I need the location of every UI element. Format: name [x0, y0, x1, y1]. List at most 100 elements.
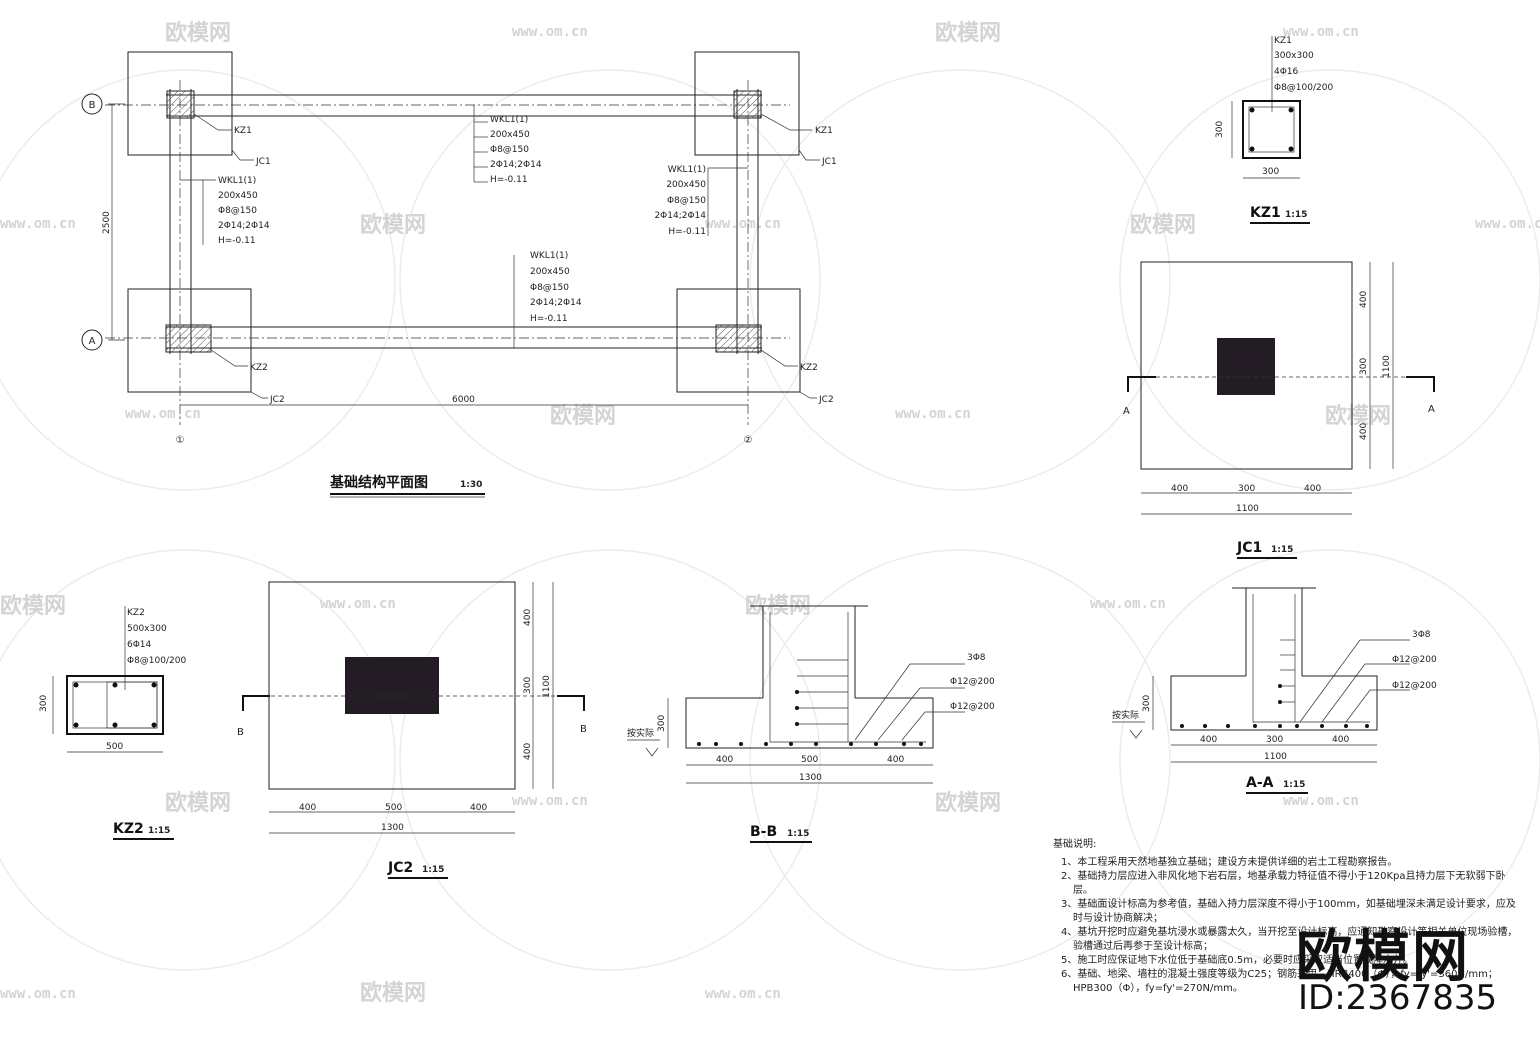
- jc2-total-y: 1100: [542, 675, 552, 698]
- watermark-url: www.om.cn: [895, 406, 971, 422]
- kz1-title: KZ1: [1250, 205, 1281, 221]
- jc2-title: JC2: [387, 860, 413, 876]
- jc2-scale: 1:15: [422, 865, 444, 875]
- footing-jc1: [694, 51, 800, 156]
- watermark-url: www.om.cn: [512, 793, 588, 809]
- watermark-brand: 欧模网: [1325, 403, 1391, 429]
- watermark-brand: 欧模网: [360, 980, 426, 1006]
- kz1-scale: 1:15: [1285, 210, 1307, 220]
- beam-code: WKL1(1): [668, 165, 706, 175]
- label-jc1: JC1: [821, 157, 837, 167]
- jc1-section-mark-left: A: [1123, 406, 1130, 417]
- beam-size: 200x450: [490, 130, 530, 140]
- beam-stirrup: Φ8@150: [490, 145, 529, 155]
- bb-rebar-label: Φ12@200: [950, 677, 995, 687]
- jc2-footing: [268, 581, 516, 790]
- watermark-brand: 欧模网: [360, 212, 426, 238]
- note-item: 1、本工程采用天然地基独立基础；建设方未提供详细的岩土工程勘察报告。: [1061, 857, 1398, 868]
- jc2-detail: B B 400 300 400 1100 400 500 400 1300 JC…: [237, 581, 587, 879]
- axis-label-1: ①: [176, 435, 185, 446]
- aa-rebar-label: Φ12@200: [1392, 681, 1437, 691]
- kz1-detail: KZ1 300x300 4Φ16 Φ8@100/200 300 300 KZ1 …: [1215, 36, 1333, 224]
- watermark-url: www.om.cn: [1283, 793, 1359, 809]
- kz1-spec-code: KZ1: [1274, 36, 1292, 46]
- foundation-plan: B A ① ② 2500 6000 KZ1 JC1 KZ1 JC1 KZ2 JC…: [81, 51, 837, 498]
- jc1-total-x: 1100: [1236, 504, 1259, 514]
- note-item: 3、基础面设计标高为参考值，基础入持力层深度不得小于100mm，如基础埋深未满足…: [1061, 899, 1516, 924]
- jc2-dim-y: 400: [523, 743, 533, 760]
- beam-size: 200x450: [666, 180, 706, 190]
- beam-elev: H=-0.11: [530, 314, 568, 324]
- watermark-url: www.om.cn: [0, 986, 76, 1002]
- beam-rebar: 2Φ14;2Φ14: [218, 221, 270, 231]
- notes-header: 基础说明:: [1053, 839, 1097, 850]
- kz1-dim-w: 300: [1262, 167, 1279, 177]
- jc1-dim-y: 400: [1359, 291, 1369, 308]
- beam-annotation-left: WKL1(1) 200x450 Φ8@150 2Φ14;2Φ14 H=-0.11: [180, 176, 270, 246]
- aa-total-x: 1100: [1264, 752, 1287, 762]
- label-kz2: KZ2: [800, 363, 818, 373]
- note-item: 6、基础、地梁、墙柱的混凝土强度等级为C25；钢筋采用：HRB400（Φ），fy…: [1061, 969, 1498, 994]
- jc2-dim-y: 300: [523, 677, 533, 694]
- aa-dim-x: 300: [1266, 735, 1283, 745]
- beam-rebar: 2Φ14;2Φ14: [654, 211, 706, 221]
- jc2-dim-x: 400: [470, 803, 487, 813]
- note-item: 4、基坑开挖时应避免基坑浸水或暴露太久，当开挖至设计标高，应通知勘察设计等相关单…: [1061, 927, 1518, 952]
- column-kz2: [165, 324, 212, 353]
- kz2-detail: KZ2 500x300 6Φ14 Φ8@100/200 300 500 KZ2 …: [39, 606, 186, 840]
- beam-stirrup: Φ8@150: [667, 196, 706, 206]
- jc1-detail: A A 400 300 400 1100 400 300 400 1100 JC…: [1123, 261, 1435, 559]
- aa-dim-height: 300: [1142, 695, 1152, 712]
- bb-scale: 1:15: [787, 829, 809, 839]
- jc2-dim-x: 400: [299, 803, 316, 813]
- beam-rebar: 2Φ14;2Φ14: [490, 160, 542, 170]
- note-item: 5、施工时应保证地下水位低于基础底0.5m，必要时应采取适当位置或降水井。: [1061, 955, 1414, 966]
- bb-rebar-label: 3Φ8: [967, 653, 986, 663]
- label-jc1: JC1: [255, 157, 271, 167]
- dim-span-x: 6000: [452, 395, 475, 405]
- watermark-url: www.om.cn: [1283, 24, 1359, 40]
- jc2-total-x: 1300: [381, 823, 404, 833]
- bb-dim-x: 500: [801, 755, 818, 765]
- watermark-brand: 欧模网: [935, 20, 1001, 46]
- section-bb: 3Φ8 Φ12@200 Φ12@200 300 按实际 400 500 400 …: [627, 605, 995, 843]
- jc1-title: JC1: [1236, 540, 1262, 556]
- kz2-spec-size: 500x300: [127, 624, 167, 634]
- jc2-dim-x: 500: [385, 803, 402, 813]
- watermark-url: www.om.cn: [512, 24, 588, 40]
- jc2-section-mark-left: B: [237, 727, 244, 738]
- label-jc2: JC2: [818, 395, 834, 405]
- label-kz1: KZ1: [815, 126, 833, 136]
- beam-elev: H=-0.11: [490, 175, 528, 185]
- bb-dim-x: 400: [887, 755, 904, 765]
- label-kz2: KZ2: [250, 363, 268, 373]
- jc1-section-mark-right: A: [1428, 404, 1435, 415]
- jc1-total-y: 1100: [1382, 355, 1392, 378]
- aa-rebar-label: 3Φ8: [1412, 630, 1431, 640]
- beam-annotation-right: WKL1(1) 200x450 Φ8@150 2Φ14;2Φ14 H=-0.11: [654, 165, 748, 237]
- axis-label-2: ②: [744, 435, 753, 446]
- watermark-url: www.om.cn: [705, 216, 781, 232]
- jc1-dim-y: 300: [1359, 358, 1369, 375]
- kz1-dim-h: 300: [1215, 121, 1225, 138]
- bb-title: B-B: [750, 824, 777, 840]
- kz2-section: [66, 675, 164, 735]
- jc1-column: [1217, 338, 1275, 395]
- dim-span-y: 2500: [102, 211, 112, 234]
- watermark-url: www.om.cn: [320, 596, 396, 612]
- beam-stirrup: Φ8@150: [530, 283, 569, 293]
- beam-code: WKL1(1): [490, 115, 528, 125]
- watermark-brand: 欧模网: [935, 790, 1001, 816]
- plan-title: 基础结构平面图: [330, 474, 428, 491]
- watermark-url: www.om.cn: [1475, 216, 1540, 232]
- jc1-scale: 1:15: [1271, 545, 1293, 555]
- kz1-section: [1242, 100, 1301, 159]
- jc1-dim-y: 400: [1359, 423, 1369, 440]
- aa-ground-label: 按实际: [1112, 709, 1139, 721]
- beam-elev: H=-0.11: [668, 227, 706, 237]
- kz2-spec-code: KZ2: [127, 608, 145, 618]
- beam-elev: H=-0.11: [218, 236, 256, 246]
- kz2-spec-stirrup: Φ8@100/200: [127, 656, 186, 666]
- kz2-title: KZ2: [113, 821, 144, 837]
